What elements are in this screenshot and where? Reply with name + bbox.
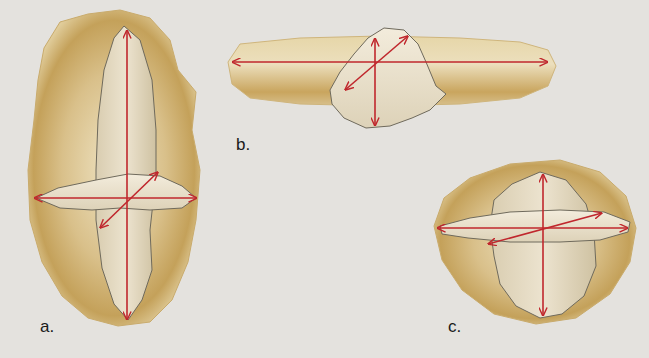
figure-label: c. xyxy=(448,318,461,335)
particle-b xyxy=(228,28,556,128)
particle-a xyxy=(28,10,200,326)
particle-c xyxy=(434,160,636,324)
figure-label: b. xyxy=(236,136,250,153)
figure-label: a. xyxy=(40,318,54,335)
